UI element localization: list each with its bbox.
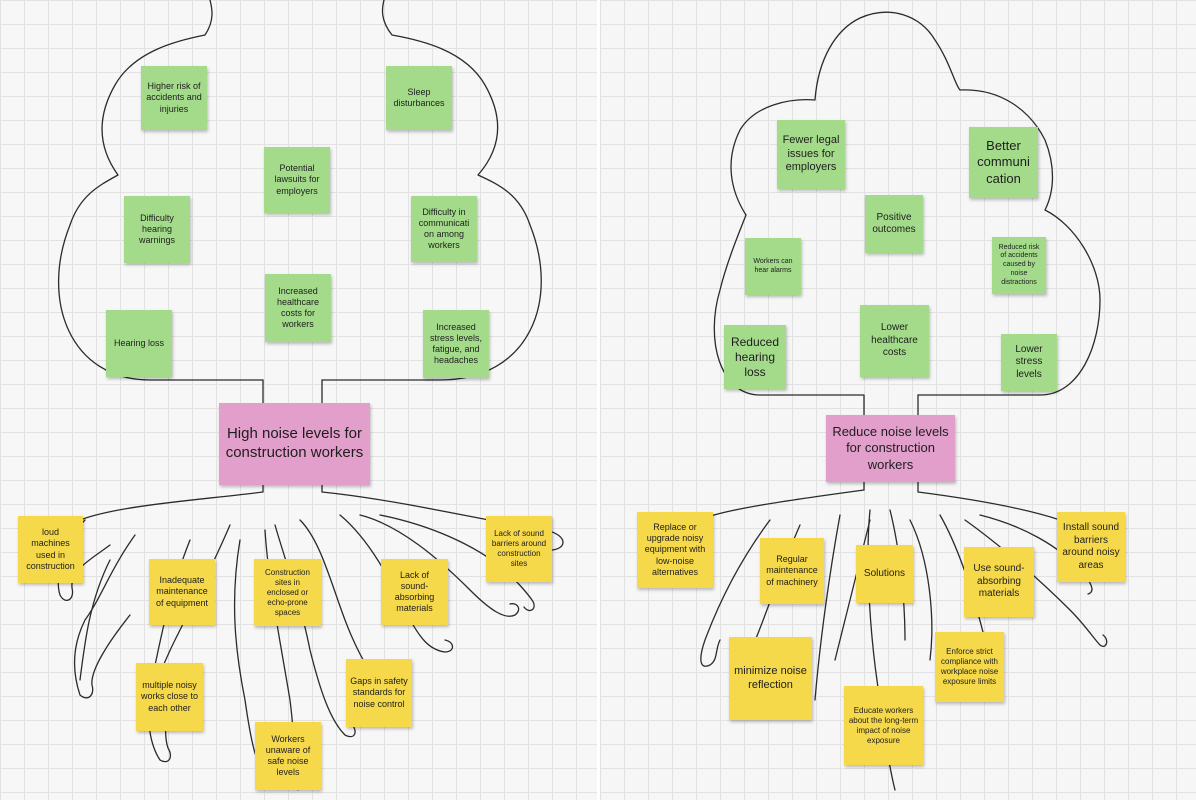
cause-note-maintenance[interactable]: Inadequate maintenance of equipment	[149, 559, 215, 625]
cause-note-enclosed-spaces[interactable]: Construction sites in enclosed or echo-p…	[254, 559, 321, 626]
effect-note-hearing-loss[interactable]: Hearing loss	[106, 310, 172, 377]
solution-tree-frame[interactable]	[600, 0, 1196, 800]
cause-note-multiple-works[interactable]: multiple noisy works close to each other	[136, 663, 203, 731]
action-note-replace-equipment[interactable]: Replace or upgrade noisy equipment with …	[637, 512, 713, 588]
effect-note-communication[interactable]: Difficulty in communicati on among worke…	[411, 196, 477, 262]
outcome-note-lower-healthcare-costs[interactable]: Lower healthcare costs	[860, 305, 929, 377]
outcome-note-lower-stress[interactable]: Lower stress levels	[1001, 334, 1057, 391]
solution-canopy-outline	[713, 11, 1101, 396]
outcome-note-fewer-legal-issues[interactable]: Fewer legal issues for employers	[777, 120, 845, 189]
solution-trunk-base-right	[917, 481, 1061, 521]
outcome-note-reduced-hearing-loss[interactable]: Reduced hearing loss	[724, 325, 786, 389]
cause-note-loud-machines[interactable]: loud machines used in construction	[18, 516, 83, 583]
effect-note-healthcare-costs[interactable]: Increased healthcare costs for workers	[265, 274, 331, 342]
outcome-note-positive-outcomes[interactable]: Positive outcomes	[865, 195, 923, 253]
outcome-note-hear-alarms[interactable]: Workers can hear alarms	[745, 238, 801, 295]
solution-trunk-left	[780, 394, 865, 416]
effect-note-accident-risk[interactable]: Higher risk of accidents and injuries	[141, 66, 207, 130]
action-note-regular-maintenance[interactable]: Regular maintenance of machinery	[760, 538, 824, 604]
action-note-educate-workers[interactable]: Educate workers about the long-term impa…	[844, 686, 923, 765]
problem-tree-frame[interactable]	[0, 0, 598, 800]
problem-canopy-outline	[57, 0, 264, 381]
effect-note-hearing-warnings[interactable]: Difficulty hearing warnings	[124, 196, 190, 263]
solution-trunk-base-left	[699, 481, 865, 521]
cause-note-sound-absorbing[interactable]: Lack of sound-absorbing materials	[381, 559, 448, 625]
cause-note-workers-unaware[interactable]: Workers unaware of safe noise levels	[255, 722, 321, 790]
action-note-solutions[interactable]: Solutions	[856, 545, 913, 603]
action-note-enforce-limits[interactable]: Enforce strict compliance with workplace…	[935, 632, 1004, 702]
outcome-note-reduced-accident-risk[interactable]: Reduced risk of accidents caused by nois…	[992, 237, 1046, 294]
problem-trunk-note[interactable]: High noise levels for construction worke…	[219, 403, 370, 485]
action-note-sound-absorbing[interactable]: Use sound-absorbing materials	[964, 547, 1034, 617]
outcome-note-better-communication[interactable]: Better communi cation	[969, 127, 1038, 198]
cause-note-sound-barriers[interactable]: Lack of sound barriers around constructi…	[486, 516, 552, 582]
solution-trunk-note[interactable]: Reduce noise levels for construction wor…	[826, 415, 955, 482]
problem-roots	[57, 514, 535, 791]
problem-canopy-outline-right	[321, 0, 542, 381]
effect-note-stress-fatigue[interactable]: Increased stress levels, fatigue, and he…	[423, 310, 489, 378]
action-note-minimize-reflection[interactable]: minimize noise reflection	[729, 637, 812, 720]
frame-divider	[597, 0, 601, 800]
problem-trunk-base-left	[79, 484, 264, 521]
cause-note-safety-standards[interactable]: Gaps in safety standards for noise contr…	[346, 659, 412, 727]
action-note-install-barriers[interactable]: Install sound barriers around noisy area…	[1057, 512, 1125, 582]
effect-note-sleep-disturbances[interactable]: Sleep disturbances	[386, 66, 452, 130]
effect-note-lawsuits[interactable]: Potential lawsuits for employers	[264, 147, 330, 213]
